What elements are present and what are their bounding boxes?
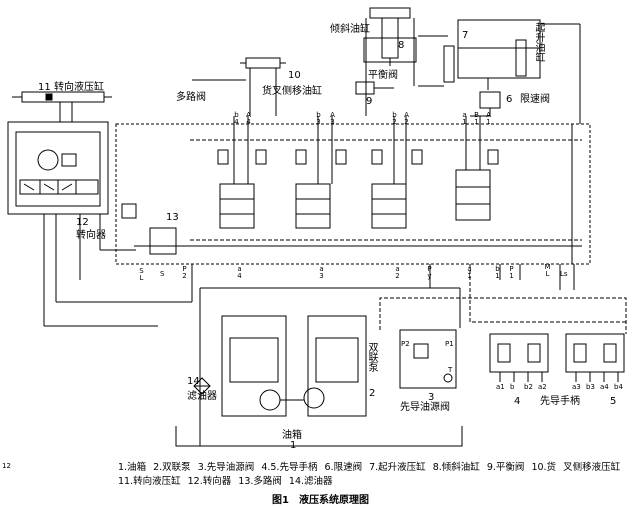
legend-item: 3.先导油源阀 [197, 462, 255, 473]
port-P2: P2 [182, 265, 187, 280]
steering-unit [7, 121, 109, 215]
port-b4: b4 [234, 111, 239, 126]
valve-section [217, 116, 267, 229]
lift-cylinder-label: 起升油缸 [535, 23, 546, 64]
handle-port: b4 [614, 383, 623, 391]
port-P1: P1 [509, 265, 514, 280]
legend-item: 叉侧移液压缸 [563, 462, 621, 473]
pilot-valve-port-P2: P2 [401, 340, 410, 348]
handle-port: a2 [538, 383, 547, 391]
legend-item: 1.油箱 [118, 462, 147, 473]
handle-port: b3 [586, 383, 595, 391]
filter-label: 滤油器 [187, 391, 217, 402]
port-pilot-a2: a2 [395, 265, 400, 280]
pilot-valve-label: 先导油源阀 [400, 402, 450, 413]
tank-label: 油箱 [282, 430, 302, 441]
legend-item: 4.5.先导手柄 [261, 462, 318, 473]
port-Py: Py [427, 265, 432, 280]
steering-unit-number: 12 [76, 217, 89, 228]
legend-item: 12.转向器 [187, 476, 232, 487]
legend-item: 11.转向液压缸 [118, 476, 181, 487]
port-A1: A1 [486, 111, 491, 126]
handle-port: b2 [524, 383, 533, 391]
balance-valve-label: 平衡阀 [368, 70, 398, 81]
sideshift-cylinder [240, 57, 286, 116]
sideshift-label: 货叉侧移油缸 [262, 86, 322, 97]
pump-label: 双联泵 [368, 343, 379, 374]
legend-item: 13.多路阀 [238, 476, 282, 487]
handle-port: a3 [572, 383, 581, 391]
pilot-valve-number: 3 [428, 392, 435, 403]
port-ML: ML [544, 263, 551, 278]
port-A4: A4 [246, 111, 251, 126]
port-S: S [160, 270, 165, 278]
legend-item: 8.倾斜油缸 [432, 462, 480, 473]
pilot-handle-label: 先导手柄 [540, 396, 580, 407]
legend-item: 10.货 [531, 462, 557, 473]
sideshift-number: 10 [288, 70, 301, 81]
pilot-handle-4-number: 4 [514, 396, 521, 407]
multiway-valve-label: 多路阀 [176, 92, 206, 103]
margin-page-number: 12 [2, 462, 11, 470]
lift-cylinder-number: 7 [462, 30, 469, 41]
port-A2: A2 [404, 111, 409, 126]
port-a1: a1 [462, 111, 467, 126]
pilot-valve-port-P1: P1 [445, 340, 454, 348]
port-Ls: Ls [560, 270, 568, 278]
valve-13-number: 13 [166, 212, 179, 223]
balance-valve-number: 9 [366, 96, 373, 107]
tilt-cylinder-number: 8 [398, 40, 405, 51]
port-A3: A3 [330, 111, 335, 126]
speed-valve-label: 限速阀 [520, 94, 550, 105]
legend-item: 6.限速阀 [324, 462, 363, 473]
handle-port: a1 [496, 383, 505, 391]
legend-item: 2.双联泵 [153, 462, 191, 473]
tank-number: 1 [290, 440, 297, 451]
steering-cylinder [12, 91, 112, 122]
figure-caption: 图1 液压系统原理图 [272, 495, 369, 506]
speed-valve-number: 6 [506, 94, 513, 105]
port-pilot-a1: a1 [467, 265, 472, 280]
pilot-valve-port-T: T [448, 366, 453, 374]
port-pilot-b1: b1 [495, 265, 500, 280]
port-B1: B1 [474, 111, 479, 126]
port-pilot-a4: a4 [237, 265, 242, 280]
filter-number: 14 [187, 376, 200, 387]
legend: 1.油箱 2.双联泵 3.先导油源阀 4.5.先导手柄 6.限速阀 7.起升液压… [118, 461, 638, 489]
lift-cylinder [443, 19, 541, 90]
steering-unit-label: 转向器 [76, 230, 106, 241]
valve-section [371, 116, 423, 229]
tilt-cylinder-label: 倾斜油缸 [330, 24, 370, 35]
valve-section [455, 116, 499, 221]
handle-port: b [510, 383, 515, 391]
valve-section [295, 116, 347, 229]
pilot-handle-5-number: 5 [610, 396, 617, 407]
legend-item: 7.起升液压缸 [369, 462, 426, 473]
pump-number: 2 [369, 388, 376, 399]
handle-port: a4 [600, 383, 609, 391]
port-b3: b3 [316, 111, 321, 126]
legend-item: 14.滤油器 [288, 476, 333, 487]
legend-item: 9.平衡阀 [486, 462, 525, 473]
tilt-cylinder [363, 7, 417, 116]
port-b2: b2 [392, 111, 397, 126]
steering-cylinder-number: 11 [38, 82, 51, 93]
port-SL: SL [139, 267, 144, 282]
port-pilot-a3: a3 [319, 265, 324, 280]
steering-cylinder-label: 转向液压缸 [54, 82, 104, 93]
